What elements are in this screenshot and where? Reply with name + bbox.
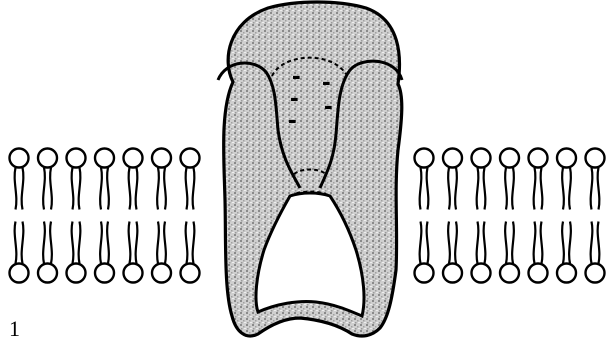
lipid-tail — [72, 168, 74, 210]
lipid-tail — [420, 168, 422, 210]
lipid-head — [67, 149, 86, 168]
lipid-tail — [427, 222, 429, 264]
lipid-tail — [43, 222, 45, 264]
lipid-head — [586, 264, 605, 283]
lipid-head — [10, 264, 29, 283]
lipid-tail — [512, 222, 514, 264]
lipid-head — [529, 264, 548, 283]
lipid-tail — [562, 168, 564, 210]
lipid-tail — [541, 168, 543, 210]
lipid-head — [95, 149, 114, 168]
lipid-tail — [569, 222, 571, 264]
lipid-tail — [484, 222, 486, 264]
lipid-tail — [164, 222, 166, 264]
lipid-tail — [72, 222, 74, 264]
lipid-head — [415, 149, 434, 168]
lipid-tail — [50, 222, 52, 264]
lipid-head — [415, 264, 434, 283]
lipid-tail — [477, 168, 479, 210]
lipid-tail — [193, 222, 195, 264]
lipid-tail — [100, 168, 102, 210]
lipid-tail — [15, 222, 17, 264]
lipid-tail — [569, 168, 571, 210]
right-lipid-bilayer — [415, 149, 605, 283]
lipid-tail — [484, 168, 486, 210]
lipid-tail — [15, 168, 17, 210]
lipid-tail — [136, 222, 138, 264]
lipid-head — [152, 264, 171, 283]
channel-protein: - - - - - — [218, 2, 402, 336]
figure-label: 1 — [9, 318, 20, 340]
lipid-head — [95, 264, 114, 283]
lipid-head — [443, 264, 462, 283]
lipid-tail — [448, 168, 450, 210]
negative-charge: - — [288, 104, 297, 134]
lipid-tail — [448, 222, 450, 264]
lipid-tail — [598, 168, 600, 210]
lipid-head — [181, 149, 200, 168]
lipid-tail — [186, 168, 188, 210]
lipid-head — [10, 149, 29, 168]
lipid-tail — [505, 222, 507, 264]
lipid-head — [67, 264, 86, 283]
lipid-tail — [477, 222, 479, 264]
lipid-tail — [505, 168, 507, 210]
lipid-tail — [79, 222, 81, 264]
lipid-head — [472, 264, 491, 283]
lipid-tail — [107, 222, 109, 264]
lipid-head — [557, 264, 576, 283]
lipid-tail — [164, 168, 166, 210]
lipid-head — [181, 264, 200, 283]
lipid-tail — [22, 222, 24, 264]
lipid-head — [152, 149, 171, 168]
lipid-head — [124, 149, 143, 168]
lipid-tail — [186, 222, 188, 264]
lipid-head — [472, 149, 491, 168]
lipid-tail — [129, 168, 131, 210]
lipid-head — [38, 149, 57, 168]
lipid-tail — [541, 222, 543, 264]
lipid-tail — [420, 222, 422, 264]
lipid-tail — [534, 168, 536, 210]
negative-charge: - — [324, 90, 333, 120]
lipid-head — [529, 149, 548, 168]
lipid-tail — [512, 168, 514, 210]
lipid-tail — [598, 222, 600, 264]
lipid-tail — [455, 168, 457, 210]
lipid-head — [500, 264, 519, 283]
lipid-tail — [107, 168, 109, 210]
lipid-tail — [591, 222, 593, 264]
left-lipid-bilayer — [10, 149, 200, 283]
lipid-tail — [22, 168, 24, 210]
lipid-head — [443, 149, 462, 168]
lipid-tail — [43, 168, 45, 210]
lipid-tail — [427, 168, 429, 210]
lipid-tail — [157, 168, 159, 210]
lipid-head — [38, 264, 57, 283]
lipid-tail — [129, 222, 131, 264]
lipid-tail — [50, 168, 52, 210]
lipid-tail — [79, 168, 81, 210]
lipid-head — [557, 149, 576, 168]
lipid-tail — [534, 222, 536, 264]
lipid-tail — [455, 222, 457, 264]
lipid-tail — [562, 222, 564, 264]
lipid-head — [500, 149, 519, 168]
lipid-head — [124, 264, 143, 283]
lipid-tail — [591, 168, 593, 210]
lipid-tail — [136, 168, 138, 210]
lipid-head — [586, 149, 605, 168]
lipid-tail — [157, 222, 159, 264]
lipid-tail — [193, 168, 195, 210]
lipid-tail — [100, 222, 102, 264]
